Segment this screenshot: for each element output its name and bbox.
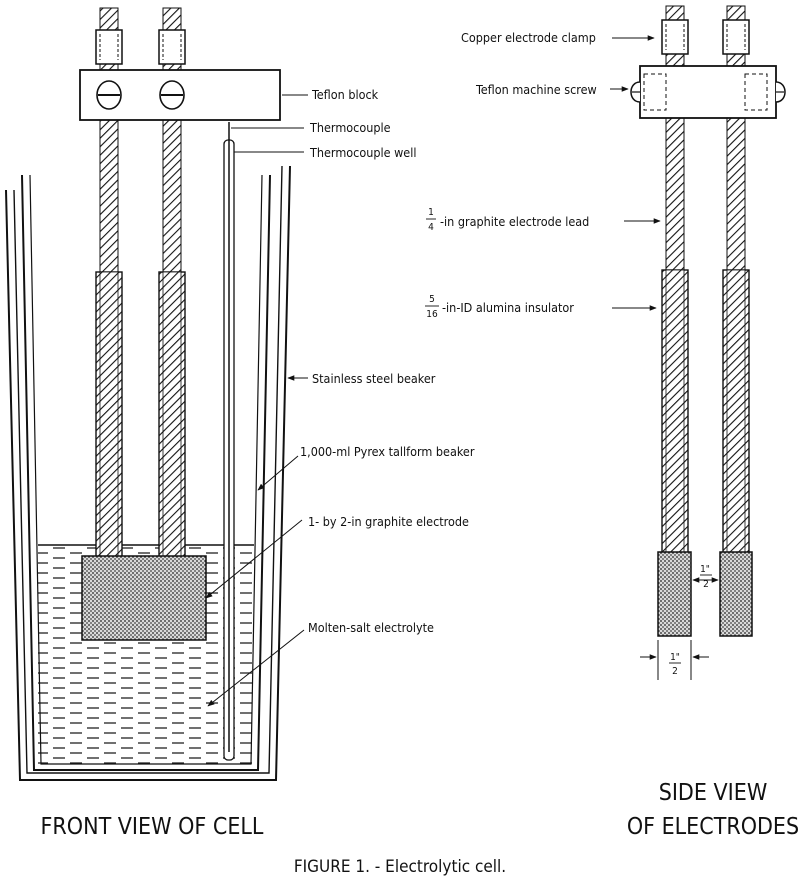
width-fraction-denominator: 2 [672, 666, 678, 677]
figure-caption: FIGURE 1. - Electrolytic cell. [294, 857, 506, 877]
stainless-steel-beaker [5, 165, 291, 781]
side-view-title-line1: SIDE VIEW [659, 780, 768, 806]
front-view-title: FRONT VIEW OF CELL [41, 814, 264, 840]
graphite-lead-fraction-numerator: 1 [428, 207, 434, 218]
side-graphite-electrode-left [657, 551, 692, 637]
graphite-lead-fraction-denominator: 4 [428, 222, 434, 233]
alumina-text: -in-ID alumina insulator [442, 300, 574, 315]
machine-screw-icon [630, 81, 641, 103]
gap-fraction-numerator: 1" [700, 564, 710, 575]
front-view: Teflon block Thermocouple Thermocouple w… [5, 7, 475, 840]
screw-head-icon [96, 80, 122, 110]
side-view: 1" 2 1" 2 Copper electrode clamp Teflon … [425, 5, 799, 840]
alumina-fraction-denominator: 16 [426, 309, 438, 320]
alumina-fraction-numerator: 5 [429, 294, 435, 305]
label-copper-clamp: Copper electrode clamp [461, 30, 596, 45]
label-alumina-insulator: 5 16 -in-ID alumina insulator [425, 294, 574, 320]
label-electrolyte: Molten-salt electrolyte [308, 620, 434, 635]
label-graphite-lead: 1 4 -in graphite electrode lead [426, 207, 589, 233]
graphite-lead-text: -in graphite electrode lead [440, 214, 589, 229]
label-thermocouple: Thermocouple [309, 120, 391, 135]
pyrex-beaker [21, 174, 271, 771]
screw-head-icon [159, 80, 185, 110]
side-graphite-electrode-right [719, 551, 753, 637]
side-view-title-line2: OF ELECTRODES [627, 814, 799, 840]
machine-screw-icon [775, 81, 786, 103]
label-teflon-screw: Teflon machine screw [475, 82, 597, 97]
width-fraction-numerator: 1" [670, 652, 680, 663]
label-thermocouple-well: Thermocouple well [309, 145, 416, 160]
label-stainless-steel-beaker: Stainless steel beaker [312, 371, 436, 386]
label-teflon-block: Teflon block [311, 87, 379, 102]
gap-fraction-denominator: 2 [703, 579, 709, 590]
side-teflon-block [639, 65, 777, 119]
label-pyrex-beaker: 1,000-ml Pyrex tallform beaker [300, 444, 475, 459]
graphite-electrode [81, 555, 207, 641]
label-graphite-electrode: 1- by 2-in graphite electrode [308, 514, 469, 529]
